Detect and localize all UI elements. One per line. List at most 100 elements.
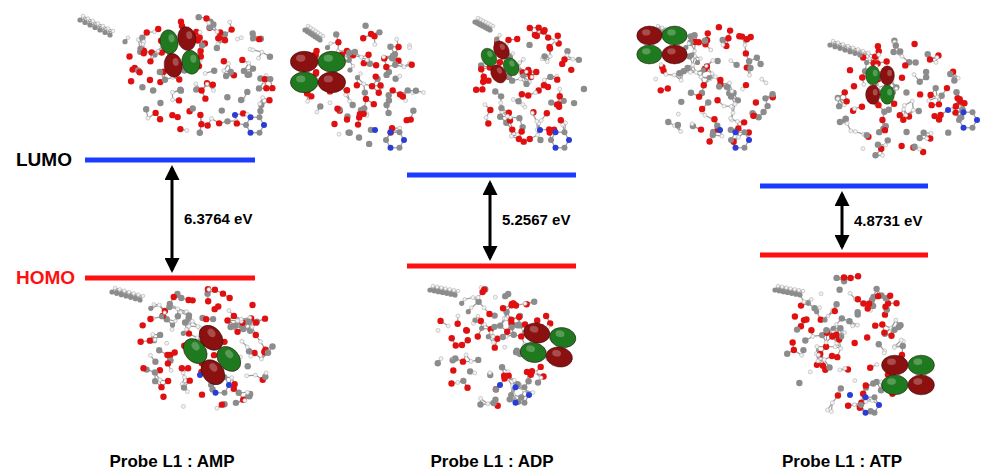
- atom: [157, 69, 163, 75]
- atom: [231, 313, 237, 319]
- atom: [170, 90, 174, 94]
- atom: [107, 32, 112, 37]
- atom: [530, 111, 534, 115]
- atom: [156, 347, 162, 353]
- atom: [163, 311, 167, 315]
- atom: [267, 76, 273, 82]
- atom: [246, 71, 252, 77]
- atom: [355, 75, 360, 80]
- atom: [269, 85, 275, 91]
- atom: [172, 349, 178, 355]
- atom: [205, 82, 209, 86]
- atom: [92, 25, 97, 30]
- atom: [239, 57, 245, 63]
- atom: [306, 99, 310, 103]
- atom: [244, 89, 250, 95]
- atom: [521, 57, 525, 61]
- atom: [235, 37, 239, 41]
- atom: [511, 52, 515, 56]
- atom: [413, 88, 419, 94]
- atom: [109, 289, 114, 294]
- atom: [179, 365, 185, 371]
- atom: [91, 19, 95, 23]
- atom: [228, 26, 234, 32]
- atom: [548, 54, 552, 58]
- atom: [499, 101, 503, 105]
- atom: [215, 303, 221, 309]
- atom: [137, 297, 142, 302]
- atom: [558, 117, 564, 123]
- atom: [509, 77, 515, 83]
- atom: [197, 48, 203, 54]
- atom: [395, 37, 399, 41]
- atom: [249, 302, 255, 308]
- atom: [224, 94, 230, 100]
- atom: [239, 36, 243, 40]
- atom: [269, 343, 275, 349]
- atom: [211, 67, 217, 73]
- atom: [265, 350, 271, 356]
- atom: [533, 69, 539, 75]
- atom: [390, 53, 396, 59]
- atom: [562, 145, 568, 151]
- atom: [260, 50, 264, 54]
- atom: [227, 62, 231, 66]
- atom: [568, 67, 574, 73]
- atom: [123, 289, 127, 293]
- atom: [571, 100, 577, 106]
- atom: [240, 326, 246, 332]
- atom: [258, 340, 262, 344]
- atom: [561, 56, 567, 62]
- atom: [487, 107, 493, 113]
- atom: [215, 35, 221, 41]
- atom: [174, 319, 178, 323]
- atom: [515, 98, 521, 104]
- atom: [387, 129, 393, 135]
- atom: [382, 55, 386, 59]
- atom: [190, 105, 196, 111]
- atom: [381, 55, 387, 61]
- atom: [251, 48, 255, 52]
- atom: [202, 95, 208, 101]
- atom: [238, 97, 244, 103]
- atom: [352, 49, 358, 55]
- atom: [215, 406, 219, 410]
- atom: [527, 25, 533, 31]
- atom: [118, 288, 122, 292]
- atom: [366, 141, 372, 147]
- atom: [566, 137, 572, 143]
- molecule: [472, 16, 587, 151]
- atom: [479, 86, 485, 92]
- atom: [185, 365, 191, 371]
- atom: [195, 336, 199, 340]
- atom: [186, 312, 192, 318]
- atom: [139, 322, 145, 328]
- atom: [519, 91, 525, 97]
- atom: [245, 345, 249, 349]
- atom: [151, 332, 155, 336]
- atom: [253, 332, 259, 338]
- atom: [351, 64, 355, 68]
- atom: [541, 27, 547, 33]
- atom: [539, 118, 543, 122]
- atom: [576, 57, 582, 63]
- atom: [152, 369, 158, 375]
- atom: [498, 105, 504, 111]
- atom: [176, 97, 182, 103]
- atom: [152, 378, 158, 384]
- atom: [250, 325, 254, 329]
- atom: [397, 129, 403, 135]
- atom: [359, 72, 363, 76]
- atom: [392, 62, 398, 68]
- atom: [141, 294, 145, 298]
- atom: [232, 112, 238, 118]
- atom: [246, 319, 252, 325]
- atom: [257, 108, 263, 114]
- atom: [520, 138, 526, 144]
- atom: [219, 401, 225, 407]
- atom: [525, 92, 531, 98]
- atom: [147, 77, 153, 83]
- atom: [194, 82, 198, 86]
- atom: [219, 107, 225, 113]
